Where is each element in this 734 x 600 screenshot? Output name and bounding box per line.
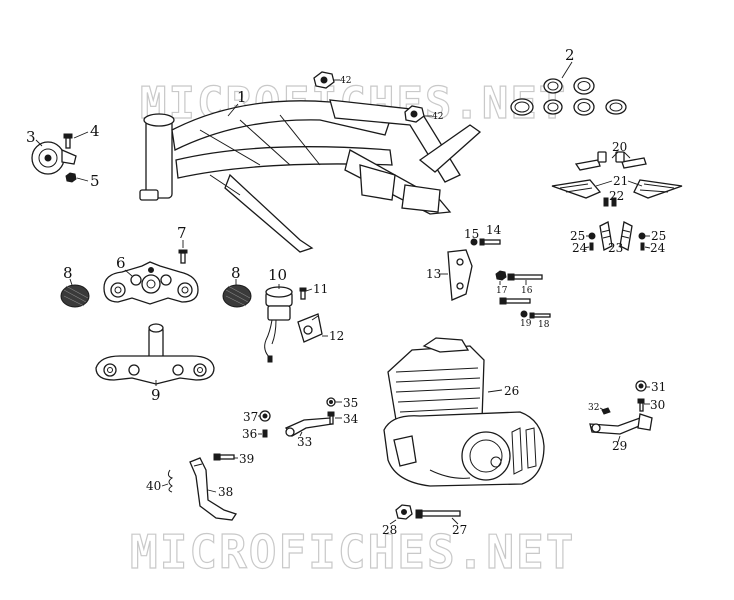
callout-16: 16 [521,286,533,296]
cap-left-part[interactable] [60,284,90,308]
shift-lever-part[interactable] [589,413,653,435]
callout-9: 9 [151,386,161,404]
callout-37: 37 [243,410,258,424]
footrests-part[interactable] [551,179,683,199]
callout-26: 26 [504,384,519,398]
callout-42-top: 42 [340,76,351,86]
callout-25-right: 25 [651,229,666,243]
bolt-14-part[interactable] [479,238,501,246]
callout-35: 35 [343,396,358,410]
callout-7: 7 [177,224,187,242]
callout-36: 36 [242,427,257,441]
callout-2: 2 [565,46,575,64]
steering-bolt-part[interactable] [178,249,188,264]
bolt-part[interactable] [63,133,73,149]
callout-1: 1 [237,88,247,106]
cotter-pins-part[interactable] [589,242,645,251]
bolt-18-part[interactable] [529,312,551,319]
linkage-bolt-part[interactable] [327,411,335,425]
brake-linkage-part[interactable] [284,417,333,437]
footrest-pins-part[interactable] [603,197,617,207]
shift-bolt-part[interactable] [637,398,645,412]
callout-28: 28 [382,523,397,537]
nut-17-part[interactable] [495,270,507,281]
callout-24-right: 24 [650,241,666,255]
callout-42-right: 42 [432,112,443,122]
nut-part[interactable] [65,172,77,183]
callout-5: 5 [90,172,100,190]
engine-part[interactable] [383,337,545,487]
callout-38: 38 [218,485,233,499]
engine-nut-part[interactable] [395,504,413,520]
callout-27: 27 [452,523,467,537]
callout-24-left: 24 [572,241,588,255]
linkage-washer-part[interactable] [326,397,336,407]
callout-11: 11 [313,282,328,296]
callout-12: 12 [329,329,344,343]
cap-right-part[interactable] [222,284,252,308]
callout-29: 29 [612,439,627,453]
stand-bolt-part[interactable] [213,453,235,461]
callout-15: 15 [464,227,479,241]
footrest-springs-part[interactable] [599,221,633,251]
callout-23: 23 [608,241,623,255]
washer-15-part[interactable] [470,238,478,246]
side-stand-part[interactable] [189,457,238,521]
callout-3: 3 [26,128,36,146]
linkage-nut-part[interactable] [259,410,271,422]
bearing-rings-part[interactable] [510,77,627,116]
callout-13: 13 [426,267,441,281]
nut-19-part[interactable] [520,310,528,318]
callout-20: 20 [612,140,627,154]
stand-spring-part[interactable] [167,469,174,493]
bolt-near-bracket-part[interactable] [499,297,531,305]
callout-8-left: 8 [63,264,73,282]
footrest-brackets-part[interactable] [574,151,647,171]
footrest-washers-part[interactable] [588,232,646,240]
callout-25-left: 25 [570,229,585,243]
callout-22: 22 [609,189,624,203]
callout-6: 6 [116,254,126,272]
plate-bracket-part[interactable] [447,249,473,301]
shift-washer-part[interactable] [635,380,647,392]
engine-bolt-part[interactable] [415,509,461,519]
callout-34: 34 [343,412,359,426]
callout-39: 39 [239,452,254,466]
linkage-pin-part[interactable] [262,429,268,438]
callout-10: 10 [268,266,287,284]
callout-4: 4 [90,122,100,140]
bolt-16-part[interactable] [507,273,543,281]
callout-40: 40 [146,479,161,493]
watermark-bottom: MICROFICHES.NET [130,525,575,579]
callout-30: 30 [650,398,665,412]
callout-8-right: 8 [231,264,241,282]
callout-32: 32 [588,403,599,413]
callout-18: 18 [538,320,550,330]
ignition-bracket-part[interactable] [297,313,323,343]
ignition-switch-part[interactable] [264,286,293,363]
callout-31: 31 [651,380,666,394]
ignition-screw-part[interactable] [299,287,307,300]
frame-part[interactable] [139,99,482,253]
horn-part[interactable] [31,141,77,175]
callout-21: 21 [613,174,628,188]
lower-triple-clamp-part[interactable] [95,323,215,385]
callout-19: 19 [520,319,532,329]
callout-14: 14 [486,223,502,237]
shift-spring-part[interactable] [601,407,611,415]
callout-17: 17 [496,286,508,296]
callout-33: 33 [297,435,312,449]
nut-42-top[interactable] [313,71,335,89]
